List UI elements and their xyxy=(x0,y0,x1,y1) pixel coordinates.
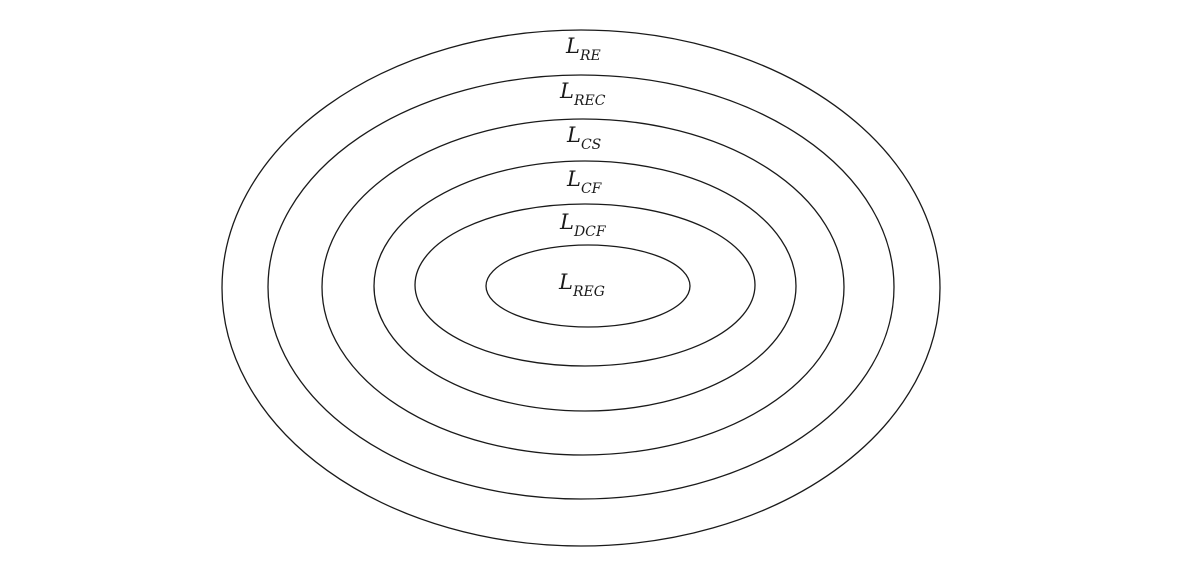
label-re: LRE xyxy=(565,34,601,64)
set-boundary-dcf xyxy=(414,203,756,367)
label-dcf: LDCF xyxy=(559,210,607,240)
set-boundary-re xyxy=(221,29,941,547)
set-boundary-cs xyxy=(321,118,845,456)
label-cs: LCS xyxy=(566,123,601,153)
label-cf: LCF xyxy=(566,167,603,197)
set-boundary-cf xyxy=(373,160,797,412)
set-boundary-reg xyxy=(485,244,691,328)
label-reg: LREG xyxy=(558,270,605,300)
set-boundary-rec xyxy=(267,74,895,500)
label-rec: LREC xyxy=(559,79,606,109)
